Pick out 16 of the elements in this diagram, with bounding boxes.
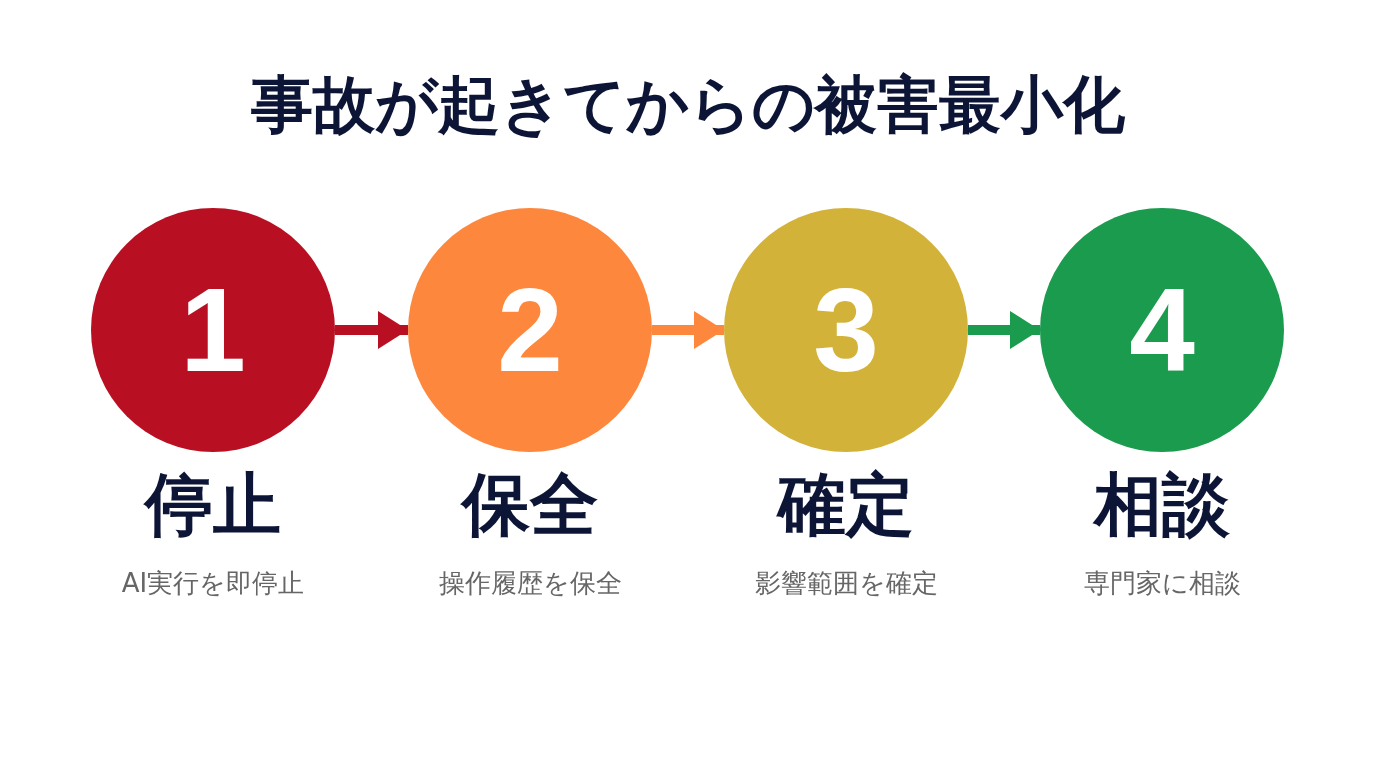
step-number: 2 bbox=[497, 271, 563, 389]
title: 事故が起きてからの被害最小化 bbox=[251, 68, 1125, 143]
step-description: 操作履歴を保全 bbox=[438, 568, 622, 600]
step-number: 4 bbox=[1129, 271, 1195, 389]
step-number: 3 bbox=[813, 271, 879, 389]
step-heading: 停止 bbox=[145, 468, 281, 543]
step-description: 専門家に相談 bbox=[1083, 568, 1241, 600]
arrow bbox=[968, 311, 1040, 349]
step-heading: 確定 bbox=[778, 468, 914, 543]
step-description: 影響範囲を確定 bbox=[754, 568, 938, 600]
arrow bbox=[652, 311, 724, 349]
step-heading: 保全 bbox=[462, 468, 598, 543]
step-number: 1 bbox=[180, 271, 246, 389]
step-heading: 相談 bbox=[1094, 468, 1230, 543]
step-description: AI実行を即停止 bbox=[121, 568, 305, 600]
arrow bbox=[335, 311, 408, 349]
